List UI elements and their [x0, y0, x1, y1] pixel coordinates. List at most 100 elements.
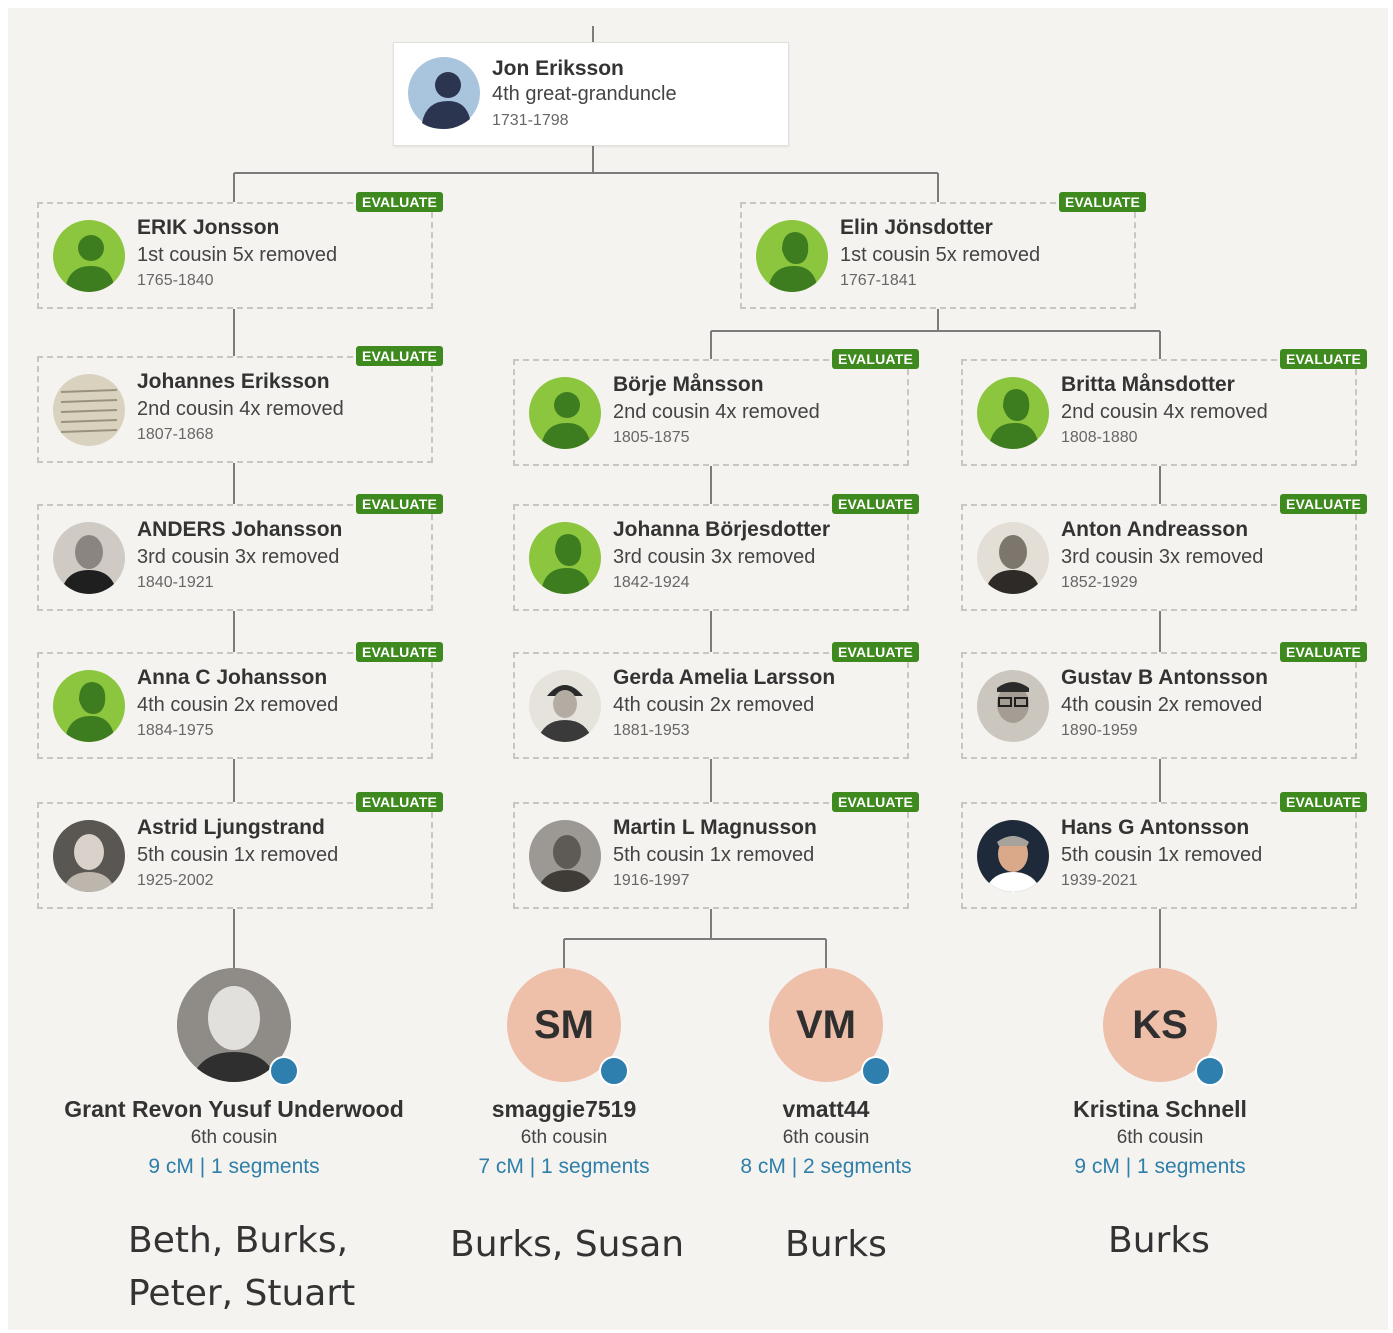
- ancestor-card[interactable]: Martin L Magnusson 5th cousin 1x removed…: [513, 792, 919, 909]
- match-relationship: 6th cousin: [1116, 1127, 1204, 1148]
- person-relationship: 5th cousin 1x removed: [613, 844, 815, 866]
- evaluate-badge[interactable]: EVALUATE: [356, 642, 443, 662]
- person-relationship: 2nd cousin 4x removed: [1061, 401, 1268, 423]
- ancestor-card[interactable]: Anna C Johansson 4th cousin 2x removed 1…: [37, 642, 443, 759]
- ancestor-card[interactable]: Elin Jönsdotter 1st cousin 5x removed 17…: [740, 192, 1146, 309]
- dna-match[interactable]: Grant Revon Yusuf Underwood 6th cousin 9…: [34, 968, 434, 1179]
- ancestor-card[interactable]: Johanna Börjesdotter 3rd cousin 3x remov…: [513, 494, 919, 611]
- shared-dna-link[interactable]: 8 cM | 2 segments: [740, 1155, 912, 1178]
- match-avatar[interactable]: SM: [507, 968, 629, 1086]
- evaluate-badge[interactable]: EVALUATE: [1280, 642, 1367, 662]
- match-avatar[interactable]: [177, 968, 299, 1086]
- person-name: Britta Månsdotter: [1061, 373, 1235, 396]
- match-relationship: 6th cousin: [520, 1127, 608, 1148]
- ancestor-card[interactable]: Astrid Ljungstrand 5th cousin 1x removed…: [37, 792, 443, 909]
- evaluate-badge[interactable]: EVALUATE: [832, 349, 919, 369]
- person-relationship: 5th cousin 1x removed: [1061, 844, 1263, 866]
- person-name: Astrid Ljungstrand: [137, 816, 325, 839]
- person-dates: 1881-1953: [613, 722, 690, 739]
- match-avatar[interactable]: VM: [769, 968, 891, 1086]
- person-dates: 1852-1929: [1061, 574, 1138, 591]
- note-line: Peter, Stuart: [128, 1273, 356, 1314]
- green-silhouette-male-icon: [529, 377, 601, 449]
- green-silhouette-female-icon: [756, 220, 828, 292]
- person-dates: 1840-1921: [137, 574, 214, 591]
- evaluate-badge[interactable]: EVALUATE: [356, 792, 443, 812]
- note-line: Burks: [1108, 1220, 1210, 1261]
- note-line: Burks, Susan: [450, 1224, 685, 1265]
- person-relationship: 3rd cousin 3x removed: [137, 546, 340, 568]
- evaluate-badge[interactable]: EVALUATE: [832, 792, 919, 812]
- person-name: Johannes Eriksson: [137, 370, 330, 393]
- match-name[interactable]: Grant Revon Yusuf Underwood: [64, 1096, 404, 1122]
- ancestor-card[interactable]: Johannes Eriksson 2nd cousin 4x removed …: [37, 346, 443, 463]
- person-name: Anton Andreasson: [1061, 518, 1249, 541]
- person-dates: 1890-1959: [1061, 722, 1138, 739]
- dna-icon: [269, 1056, 299, 1086]
- person-dates: 1884-1975: [137, 722, 214, 739]
- person-name: Anna C Johansson: [137, 666, 328, 689]
- document-photo-icon: [53, 374, 125, 446]
- evaluate-badge[interactable]: EVALUATE: [832, 642, 919, 662]
- ancestor-card[interactable]: ANDERS Johansson 3rd cousin 3x removed 1…: [37, 494, 443, 611]
- dna-match[interactable]: VM vmatt44 6th cousin 8 cM | 2 segments: [626, 968, 1026, 1179]
- match-avatar[interactable]: KS: [1103, 968, 1225, 1086]
- evaluate-badge[interactable]: EVALUATE: [356, 494, 443, 514]
- person-relationship: 2nd cousin 4x removed: [137, 398, 344, 420]
- match-name[interactable]: Kristina Schnell: [1073, 1096, 1247, 1122]
- shared-dna-link[interactable]: 9 cM | 1 segments: [1074, 1155, 1246, 1178]
- person-relationship: 4th cousin 2x removed: [137, 694, 339, 716]
- person-dates: 1925-2002: [137, 872, 214, 889]
- match-note: Burks, Susan: [450, 1218, 684, 1271]
- root-person-card[interactable]: Jon Eriksson 4th great-granduncle 1731-1…: [393, 42, 789, 146]
- evaluate-badge[interactable]: EVALUATE: [356, 346, 443, 366]
- evaluate-badge[interactable]: EVALUATE: [1059, 192, 1146, 212]
- ancestor-card[interactable]: ERIK Jonsson 1st cousin 5x removed 1765-…: [37, 192, 443, 309]
- person-relationship: 5th cousin 1x removed: [137, 844, 339, 866]
- match-note: Burks: [1108, 1214, 1210, 1267]
- shared-dna-link[interactable]: 7 cM | 1 segments: [478, 1155, 650, 1178]
- evaluate-badge[interactable]: EVALUATE: [1280, 349, 1367, 369]
- dna-match[interactable]: SM smaggie7519 6th cousin 7 cM | 1 segme…: [364, 968, 764, 1179]
- evaluate-badge[interactable]: EVALUATE: [1280, 494, 1367, 514]
- ancestor-card[interactable]: Britta Månsdotter 2nd cousin 4x removed …: [961, 349, 1367, 466]
- evaluate-badge[interactable]: EVALUATE: [832, 494, 919, 514]
- person-relationship: 3rd cousin 3x removed: [1061, 546, 1264, 568]
- person-relationship: 3rd cousin 3x removed: [613, 546, 816, 568]
- portrait-photo-icon: [977, 820, 1049, 892]
- person-name: Hans G Antonsson: [1061, 816, 1250, 839]
- portrait-photo-icon: [529, 820, 601, 892]
- dna-icon: [1195, 1056, 1225, 1086]
- profile-photo-icon: [177, 968, 291, 1082]
- ancestor-card[interactable]: Anton Andreasson 3rd cousin 3x removed 1…: [961, 494, 1367, 611]
- dna-icon: [861, 1056, 891, 1086]
- ancestor-card[interactable]: Hans G Antonsson 5th cousin 1x removed 1…: [961, 792, 1367, 909]
- person-name: Jon Eriksson: [492, 57, 624, 80]
- person-relationship: 1st cousin 5x removed: [840, 244, 1041, 266]
- portrait-photo-icon: [977, 522, 1049, 594]
- match-name[interactable]: smaggie7519: [491, 1096, 637, 1122]
- evaluate-badge[interactable]: EVALUATE: [356, 192, 443, 212]
- green-silhouette-female-icon: [53, 670, 125, 742]
- ancestor-card[interactable]: Börje Månsson 2nd cousin 4x removed 1805…: [513, 349, 919, 466]
- person-dates: 1808-1880: [1061, 429, 1138, 446]
- connector-lines: [233, 26, 1161, 968]
- default-male-silhouette-icon: [408, 57, 480, 129]
- green-silhouette-male-icon: [53, 220, 125, 292]
- match-relationship: 6th cousin: [190, 1127, 278, 1148]
- person-name: ERIK Jonsson: [137, 216, 280, 239]
- person-dates: 1767-1841: [840, 272, 917, 289]
- shared-dna-link[interactable]: 9 cM | 1 segments: [148, 1155, 320, 1178]
- dna-match[interactable]: KS Kristina Schnell 6th cousin 9 cM | 1 …: [960, 968, 1360, 1179]
- portrait-photo-icon: [977, 670, 1049, 742]
- portrait-photo-icon: [529, 670, 601, 742]
- evaluate-badge[interactable]: EVALUATE: [1280, 792, 1367, 812]
- note-line: Burks: [785, 1224, 887, 1265]
- ancestor-card[interactable]: Gustav B Antonsson 4th cousin 2x removed…: [961, 642, 1367, 759]
- person-name: Martin L Magnusson: [613, 816, 817, 839]
- person-relationship: 4th cousin 2x removed: [613, 694, 815, 716]
- person-name: Gerda Amelia Larsson: [613, 666, 836, 689]
- person-dates: 1805-1875: [613, 429, 690, 446]
- ancestor-card[interactable]: Gerda Amelia Larsson 4th cousin 2x remov…: [513, 642, 919, 759]
- match-name[interactable]: vmatt44: [782, 1096, 870, 1122]
